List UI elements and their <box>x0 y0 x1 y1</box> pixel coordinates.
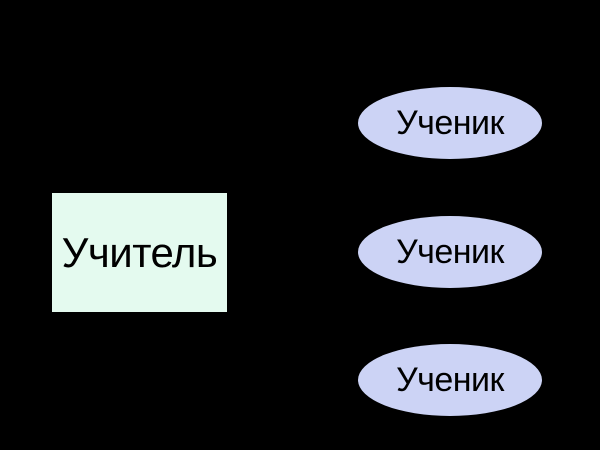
student-label-3: Ученик <box>396 361 504 399</box>
teacher-node: Учитель <box>52 193 227 312</box>
student-node-3: Ученик <box>358 344 542 416</box>
teacher-label: Учитель <box>61 228 218 276</box>
student-label-1: Ученик <box>396 104 504 142</box>
student-label-2: Ученик <box>396 233 504 271</box>
student-node-2: Ученик <box>358 216 542 288</box>
student-node-1: Ученик <box>358 87 542 159</box>
